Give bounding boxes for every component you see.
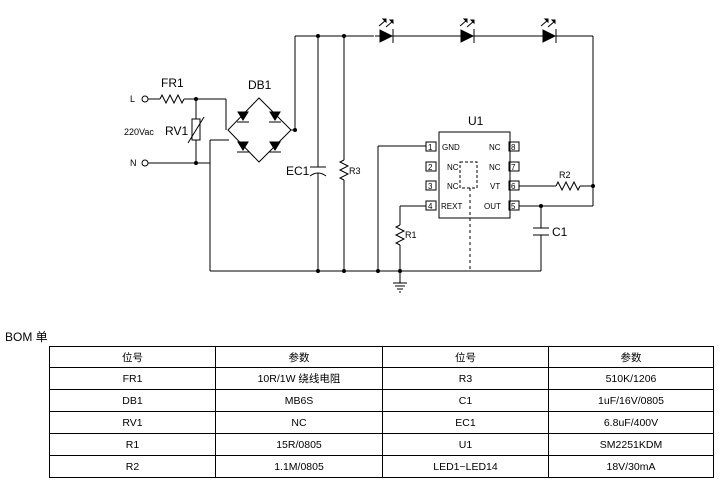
u1-chip: [438, 131, 511, 219]
bom-cell: 1uF/16V/0805: [548, 389, 714, 412]
db1-bridge-rectifier: [227, 97, 292, 163]
bom-header-param: 参数: [215, 346, 383, 368]
led-2: [458, 18, 482, 43]
bom-cell: C1: [382, 389, 549, 412]
bom-cell: U1: [382, 433, 549, 456]
pin-7-name: NC: [489, 163, 501, 172]
pin-4-number: 4: [428, 202, 433, 211]
table-row: RV1 NC EC1 6.8uF/400V: [49, 411, 714, 434]
label-fr1: FR1: [161, 76, 184, 90]
label-ec1: EC1: [286, 164, 310, 178]
label-r3: R3: [349, 166, 361, 176]
junction-dots: [194, 34, 595, 273]
r1-resistor: [394, 224, 406, 246]
label-u1: U1: [468, 114, 484, 128]
circuit-schematic: L N 220Vac FR1 RV1 DB1 EC1 R3 U1 R1 R2 C…: [124, 18, 595, 293]
pin-4-name: REXT: [441, 202, 462, 211]
table-row: R1 15R/0805 U1 SM2251KDM: [49, 433, 714, 456]
bom-cell: MB6S: [215, 389, 383, 412]
pin-8-number: 8: [511, 143, 516, 152]
pin-8-name: NC: [489, 143, 501, 152]
bom-cell: SM2251KDM: [548, 433, 714, 456]
r2-resistor: [555, 180, 581, 192]
label-220vac: 220Vac: [124, 127, 154, 137]
bom-header-refdes: 位号: [382, 346, 549, 368]
r3-resistor: [338, 159, 350, 181]
bom-header-param: 参数: [548, 346, 714, 368]
pin-5-number: 5: [511, 202, 516, 211]
pin-6-name: VT: [490, 182, 500, 191]
led-1: [375, 18, 400, 43]
bom-header-row: 位号 参数 位号 参数: [49, 346, 714, 368]
pin-5-name: OUT: [484, 202, 501, 211]
bom-title: BOM 单: [5, 330, 48, 344]
bom-cell: R2: [49, 455, 216, 478]
bom-table: 位号 参数 位号 参数 FR1 10R/1W 绕线电阻 R3 510K/1206…: [49, 346, 714, 478]
table-row: R2 1.1M/0805 LED1~LED14 18V/30mA: [49, 455, 714, 478]
bom-cell: 6.8uF/400V: [548, 411, 714, 434]
bom-cell: 1.1M/0805: [215, 455, 383, 478]
table-row: DB1 MB6S C1 1uF/16V/0805: [49, 389, 714, 412]
label-rv1: RV1: [165, 124, 188, 138]
bom-cell: R1: [49, 433, 216, 456]
label-r1: R1: [405, 230, 417, 240]
bom-header-refdes: 位号: [49, 346, 216, 368]
pin-3-name: NC: [447, 182, 459, 191]
bom-cell: EC1: [382, 411, 549, 434]
label-r2: R2: [559, 170, 571, 180]
pin-2-number: 2: [428, 163, 433, 172]
bom-cell: DB1: [49, 389, 216, 412]
bom-cell: FR1: [49, 367, 216, 390]
label-db1: DB1: [248, 78, 272, 92]
bom-cell: LED1~LED14: [382, 455, 549, 478]
bom-cell: 15R/0805: [215, 433, 383, 456]
bom-cell: 18V/30mA: [548, 455, 714, 478]
bom-cell: RV1: [49, 411, 216, 434]
pin-3-number: 3: [428, 182, 433, 191]
label-c1: C1: [552, 225, 568, 239]
pin-2-name: NC: [447, 163, 459, 172]
bom-cell: 10R/1W 绕线电阻: [215, 367, 383, 390]
led-3: [540, 18, 564, 43]
table-row: FR1 10R/1W 绕线电阻 R3 510K/1206: [49, 367, 714, 390]
fr1-resistor: [159, 93, 185, 105]
bom-cell: NC: [215, 411, 383, 434]
chip-pin-labels: 1 GND 2 NC 3 NC 4 REXT 8 NC 7 NC 6 VT 5 …: [428, 143, 516, 211]
bom-cell: 510K/1206: [548, 367, 714, 390]
pin-6-number: 6: [511, 182, 516, 191]
pin-7-number: 7: [511, 163, 516, 172]
pin-1-number: 1: [428, 143, 433, 152]
label-L: L: [130, 94, 135, 104]
label-N: N: [130, 158, 137, 168]
pin-1-name: GND: [442, 143, 460, 152]
bom-cell: R3: [382, 367, 549, 390]
